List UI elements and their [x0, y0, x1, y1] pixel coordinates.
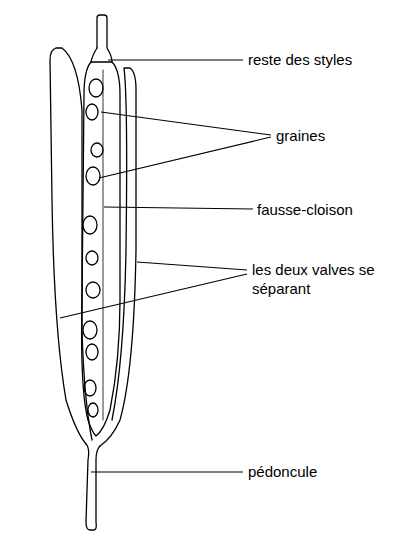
left-valve [50, 48, 92, 444]
style-remnant [97, 15, 112, 62]
part-label: reste des styles [248, 50, 404, 69]
peduncle [86, 444, 100, 530]
part-label: pédoncule [248, 462, 404, 481]
septum-line [103, 70, 104, 420]
part-label: fausse-cloison [257, 200, 404, 219]
style-remnant [91, 48, 97, 62]
leader-lines [60, 60, 271, 472]
part-label: les deux valves se séparant [252, 260, 402, 298]
right-valve [100, 68, 136, 446]
part-label: graines [276, 126, 404, 145]
false-septum [82, 62, 120, 436]
seeds [83, 79, 103, 417]
